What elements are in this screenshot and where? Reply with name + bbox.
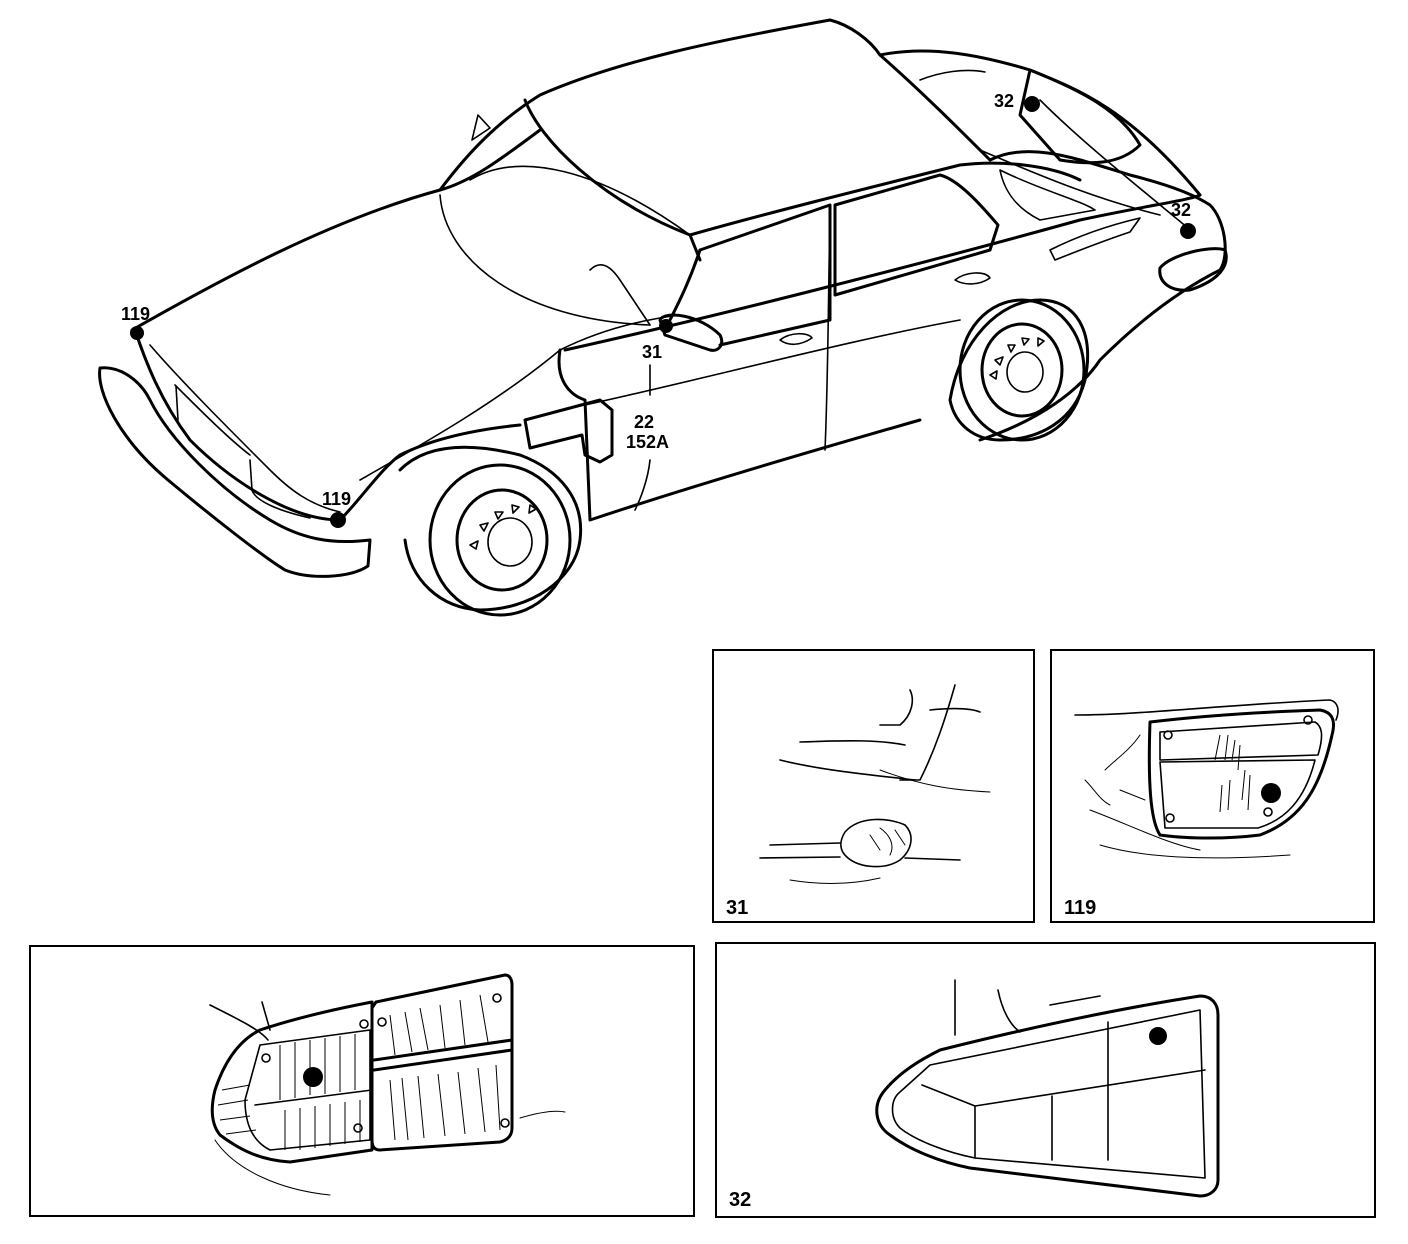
callout-32-right: 32 (1171, 200, 1191, 220)
callout-dot (1024, 96, 1040, 112)
detail-panel-119: 119 (1050, 649, 1375, 923)
car-drawing (98, 18, 1228, 617)
panel-label-119: 119 (1064, 897, 1096, 919)
detail-panel-tail-lamp (29, 945, 695, 1217)
callout-32-top: 32 (994, 91, 1014, 111)
callout-31: 31 (642, 342, 662, 362)
rear-wheel (948, 298, 1090, 442)
callout-22: 22 (634, 412, 654, 432)
callout-dot (330, 512, 346, 528)
callout-152a: 152A (626, 432, 669, 452)
callout-dot (1180, 223, 1196, 239)
panel-label-32: 32 (729, 1189, 751, 1211)
car-callouts: 119 119 31 22 152A 32 32 (121, 91, 1196, 528)
panel-label-31: 31 (726, 897, 748, 919)
callout-dot (130, 326, 144, 340)
detail-panel-31: 31 (712, 649, 1035, 923)
callout-dot (659, 319, 673, 333)
front-wheel (398, 445, 583, 617)
callout-119-bottom: 119 (322, 489, 351, 509)
callout-119-top: 119 (121, 304, 150, 324)
detail-panel-32: 32 (715, 942, 1376, 1218)
